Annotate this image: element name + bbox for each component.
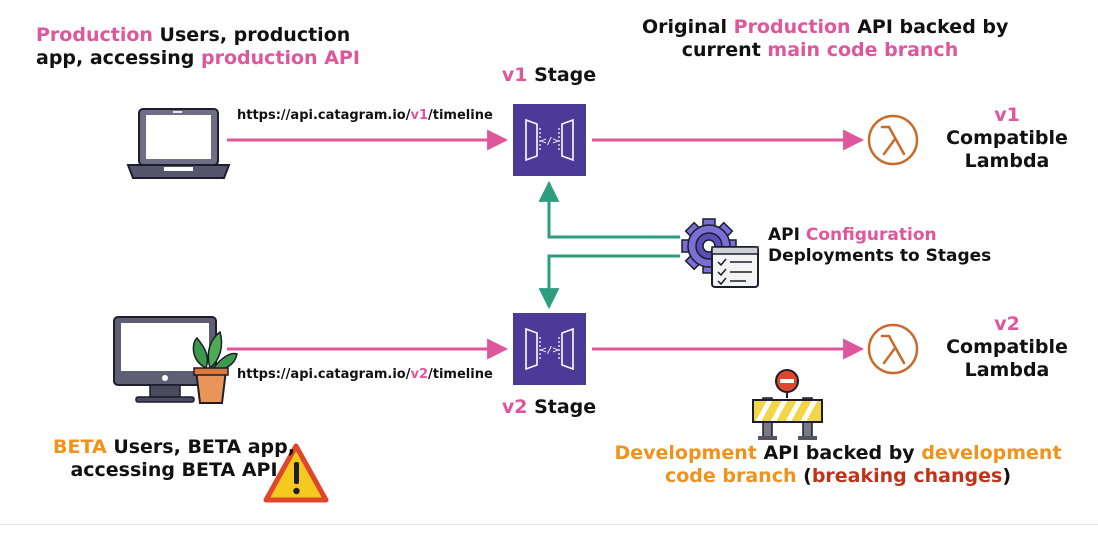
- plant-icon: [192, 330, 238, 404]
- api-configuration-label: API Configuration Deployments to Stages: [768, 225, 992, 266]
- api-gateway-icon: </>: [513, 313, 586, 385]
- lambda-icon: [867, 114, 919, 166]
- svg-text:</>: </>: [540, 136, 558, 147]
- bottom-divider: [0, 524, 1098, 525]
- laptop-icon: [126, 108, 231, 179]
- arrow-config-to-v1: [538, 180, 680, 239]
- development-api-label: Development API backed by development co…: [614, 442, 1062, 488]
- v1-stage-label: v1 Stage: [501, 64, 597, 86]
- url-v2-label: https://api.catagram.io/v2/timeline: [237, 367, 493, 382]
- arrow-config-to-v2: [538, 254, 680, 310]
- api-gateway-icon: </>: [513, 104, 586, 176]
- barrier-icon: [752, 369, 823, 440]
- lambda-icon: [867, 323, 919, 375]
- lambda-v2-label: v2 Compatible Lambda: [946, 313, 1068, 382]
- v2-stage-label: v2 Stage: [501, 396, 597, 418]
- beta-users-label: BETA Users, BETA app, accessing BETA API: [53, 436, 295, 482]
- original-production-api-label: Original Production API backed by curren…: [642, 16, 1009, 62]
- warning-icon: [263, 443, 329, 503]
- lambda-v1-label: v1 Compatible Lambda: [946, 104, 1068, 173]
- url-v1-label: https://api.catagram.io/v1/timeline: [237, 108, 493, 123]
- svg-text:</>: </>: [540, 345, 558, 356]
- production-users-label: Production Users, production app, access…: [36, 24, 360, 70]
- document-icon: [711, 246, 759, 288]
